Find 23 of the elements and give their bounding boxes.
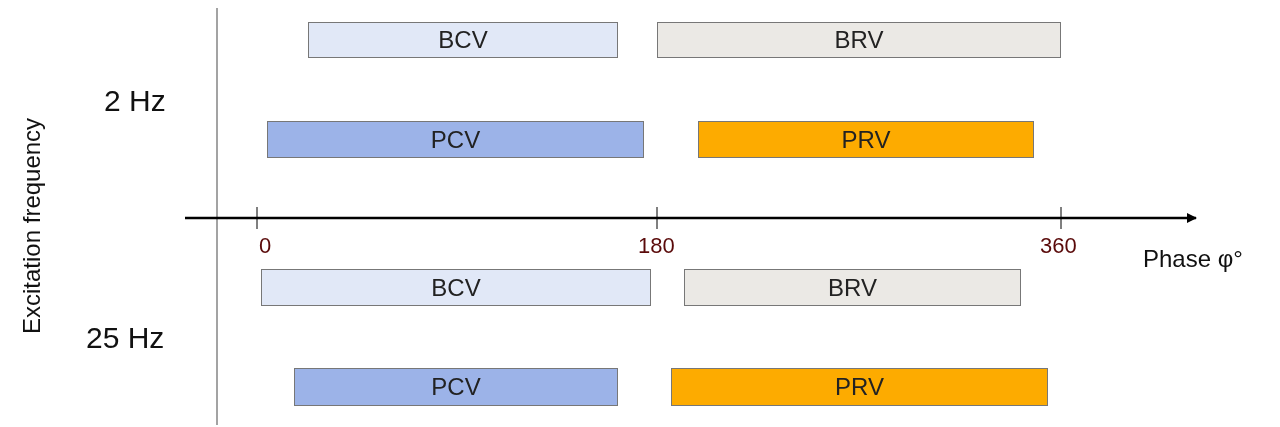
- phase-range-bar: [698, 121, 1034, 158]
- bar-label: PRV: [835, 373, 884, 401]
- bar-label: BRV: [834, 26, 884, 54]
- bar-label: PCV: [430, 125, 481, 154]
- phase-range-bar: [261, 269, 651, 306]
- phase-range-bar: [294, 368, 618, 406]
- frequency-label: 25 Hz: [86, 321, 165, 355]
- tick-label: 180: [638, 233, 675, 259]
- bar-label: PRV: [841, 125, 891, 154]
- frequency-label: 2 Hz: [104, 84, 166, 118]
- phase-range-bar: [657, 22, 1061, 58]
- tick-label: 0: [259, 233, 272, 259]
- bar-label: BCV: [431, 273, 481, 302]
- bar-label: BCV: [438, 26, 488, 54]
- tick-label: 360: [1040, 233, 1077, 259]
- phase-range-bar: [267, 121, 644, 158]
- bar-label: PCV: [431, 373, 481, 401]
- bar-label: BRV: [828, 273, 877, 302]
- axis-title: Phase φ°: [1143, 245, 1243, 273]
- phase-range-bar: [671, 368, 1048, 406]
- axis-title: Excitation frequency: [18, 117, 46, 334]
- phase-range-bar: [684, 269, 1021, 306]
- phase-range-bar: [308, 22, 618, 58]
